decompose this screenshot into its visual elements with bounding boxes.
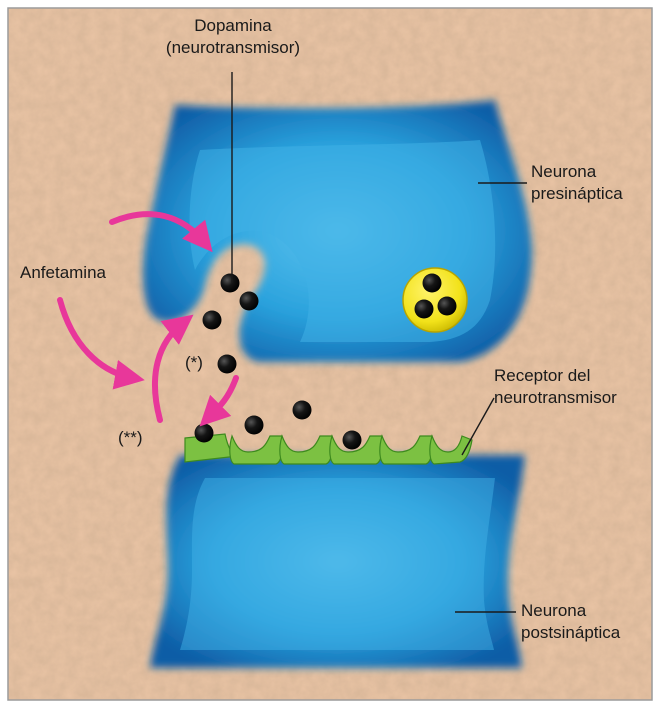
postsynaptic-label: Neurona postsináptica	[521, 600, 620, 644]
presynaptic-label: Neurona presináptica	[531, 161, 623, 205]
dopamine-label: Dopamina (neurotransmisor)	[150, 15, 316, 59]
marker-single-label: (*)	[185, 352, 203, 374]
receptor-label: Receptor del neurotransmisor	[494, 365, 617, 409]
dopamine-label-line2: (neurotransmisor)	[150, 37, 316, 59]
vesicle-icon	[403, 268, 467, 332]
receptor-label-line1: Receptor del	[494, 365, 617, 387]
dopamine-molecule-icon	[293, 401, 312, 420]
presynaptic-label-line2: presináptica	[531, 183, 623, 205]
postsynaptic-neuron	[150, 455, 525, 668]
marker-double-label: (**)	[118, 427, 143, 449]
dopamine-molecule-icon	[423, 274, 442, 293]
postsynaptic-label-line2: postsináptica	[521, 622, 620, 644]
dopamine-label-line1: Dopamina	[150, 15, 316, 37]
amphetamine-label: Anfetamina	[20, 262, 106, 284]
receptor-label-line2: neurotransmisor	[494, 387, 617, 409]
presynaptic-label-line1: Neurona	[531, 161, 623, 183]
dopamine-molecule-icon	[245, 416, 264, 435]
dopamine-molecule-icon	[203, 311, 222, 330]
dopamine-molecule-icon	[240, 292, 259, 311]
dopamine-molecule-icon	[195, 424, 214, 443]
dopamine-molecule-icon	[218, 355, 237, 374]
dopamine-molecule-icon	[415, 300, 434, 319]
postsynaptic-label-line1: Neurona	[521, 600, 620, 622]
dopamine-molecule-icon	[343, 431, 362, 450]
dopamine-molecule-icon	[221, 274, 240, 293]
dopamine-molecule-icon	[438, 297, 457, 316]
